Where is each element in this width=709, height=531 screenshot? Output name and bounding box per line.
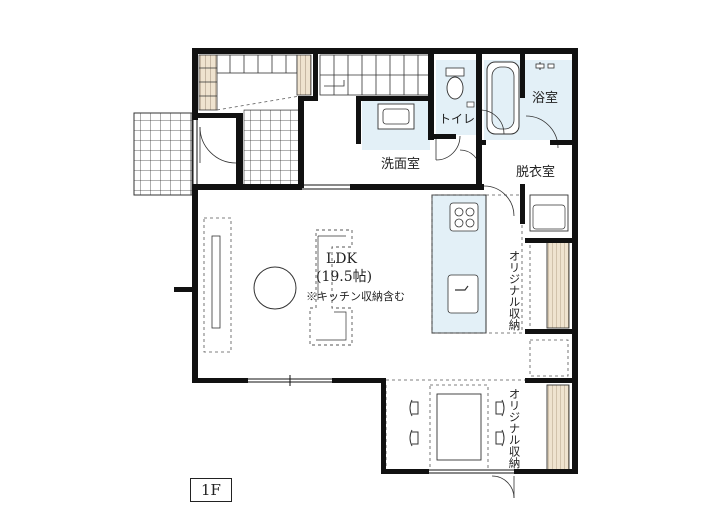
stairs-upper — [319, 54, 431, 96]
room-label-ldk-size: (19.5帖) — [316, 269, 373, 285]
room-label-bath: 浴室 — [532, 91, 559, 106]
dining-set — [409, 384, 505, 471]
round-table — [253, 266, 297, 310]
stairs — [198, 54, 312, 111]
storage-mid-box — [529, 339, 569, 377]
storage-upper-shelf — [546, 241, 570, 329]
entrance-tiles — [243, 109, 301, 187]
storage-lower-shelf — [546, 384, 570, 472]
toilet-bowl — [445, 67, 475, 108]
walls — [174, 48, 578, 474]
tv-board — [203, 217, 232, 353]
wash-basin — [377, 103, 415, 130]
shower — [535, 62, 555, 70]
room-label-washroom: 洗面室 — [381, 157, 421, 172]
washing-machine — [529, 194, 569, 232]
room-label-ldk-note: ※キッチン収納含む — [306, 290, 405, 303]
kitchen-counter — [431, 194, 523, 334]
sofa — [309, 229, 353, 346]
floor-label: 1F — [190, 478, 232, 502]
room-label-dressing: 脱衣室 — [516, 165, 556, 180]
windows — [192, 120, 514, 474]
porch-tiles — [133, 112, 193, 196]
room-label-storage-lower: オリジナル収納 — [507, 388, 522, 469]
room-label-toilet: トイレ — [439, 112, 476, 126]
room-label-storage-upper: オリジナル収納 — [507, 250, 522, 331]
room-label-ldk: LDK — [326, 251, 357, 267]
